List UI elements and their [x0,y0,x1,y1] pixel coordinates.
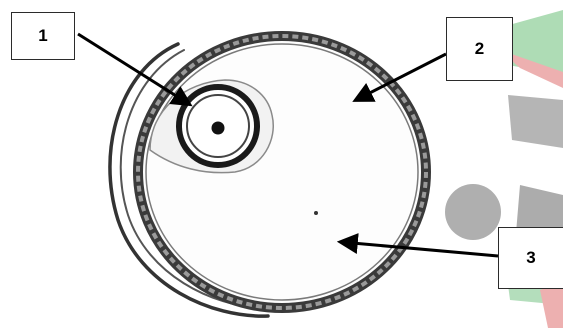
label-text-2: 2 [475,39,484,59]
nucleolus [212,122,225,135]
arrow-1 [78,34,189,104]
label-text-1: 1 [38,26,47,46]
vacuole-speck [314,211,318,215]
watermark-gray-shape-top [508,95,563,148]
label-text-3: 3 [526,248,535,268]
label-box-2: 2 [446,17,513,81]
label-box-3: 3 [498,227,563,289]
label-box-1: 1 [11,12,75,60]
watermark-gray-circle [445,184,501,240]
